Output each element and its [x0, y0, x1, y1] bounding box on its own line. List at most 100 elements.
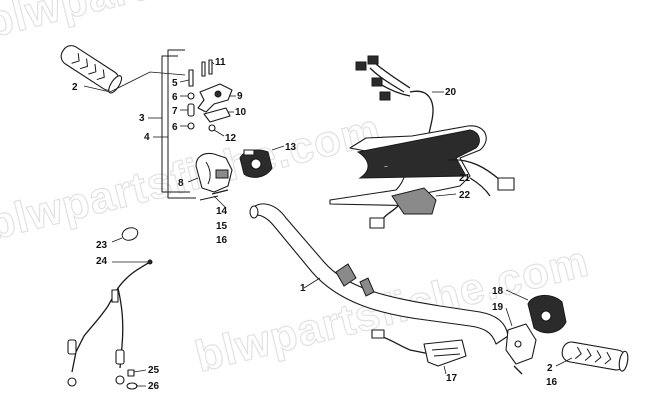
handlebar-end	[249, 205, 259, 219]
callout-15: 15	[216, 221, 228, 232]
bracket-lines	[148, 49, 196, 199]
callout-20: 20	[445, 87, 457, 98]
snap-ring-23	[111, 227, 139, 243]
pad-wire-right-2	[469, 177, 491, 197]
switch-toggle	[243, 149, 255, 156]
throttle-cable-24	[67, 259, 153, 387]
left-grip-end	[108, 75, 123, 94]
leader-23	[111, 237, 123, 243]
bracket-line-outer	[167, 49, 196, 199]
cable-main	[71, 261, 151, 373]
callout-9: 9	[237, 91, 243, 102]
harness-wire-2	[375, 63, 411, 89]
callout-6-bottom: 6	[172, 122, 178, 133]
callout-12: 12	[225, 133, 237, 144]
callout-3: 3	[139, 113, 145, 124]
callout-16-right: 16	[546, 377, 558, 388]
adjuster-nut-25	[127, 369, 135, 377]
screw-14	[211, 189, 229, 195]
callout-4: 4	[144, 132, 150, 143]
pad-logo-mark: ~	[384, 163, 389, 171]
throttle-hardware	[187, 59, 216, 132]
leader-2b	[555, 357, 573, 367]
cable-adjuster-left	[67, 339, 77, 355]
callout-6-top: 6	[172, 92, 178, 103]
callout-2-left: 2	[72, 82, 78, 93]
throttle-lever-pivot	[214, 90, 222, 98]
pad-foam-22	[391, 187, 437, 215]
throttle-housing-detail	[205, 161, 211, 185]
bracket-line-inner	[161, 55, 190, 193]
cable-branch	[117, 287, 124, 369]
callout-22: 22	[459, 190, 471, 201]
leader-12	[213, 129, 225, 137]
pad-connector-left	[369, 217, 385, 229]
throttle-bracket	[203, 107, 231, 123]
harness-wire-3	[379, 83, 411, 97]
right-switch-button	[540, 310, 552, 322]
washer-6b	[187, 122, 195, 130]
cable-splitter	[111, 289, 119, 303]
callout-16-left: 16	[216, 235, 228, 246]
harness-plug-4	[379, 91, 391, 101]
screw-16b	[513, 365, 523, 375]
watermark-text-top: blwpartsfiche.com	[0, 0, 384, 48]
cable-nuts	[126, 369, 147, 390]
grip-heater-17	[371, 329, 467, 367]
leader-5	[179, 79, 190, 83]
right-bracket-hole	[514, 340, 522, 348]
housing-screws	[199, 189, 229, 209]
leader-8	[187, 177, 199, 183]
leader-2a	[83, 71, 186, 93]
throttle-lever	[197, 83, 233, 113]
right-grip-texture	[574, 346, 612, 365]
callout-8: 8	[178, 178, 184, 189]
cable-adjuster-right	[115, 349, 125, 365]
throttle-lever-body	[197, 83, 233, 113]
cable-end-top	[147, 259, 153, 265]
callout-25: 25	[148, 365, 160, 376]
callout-13: 13	[285, 142, 297, 153]
harness-plug-3	[371, 77, 383, 87]
snap-ring	[121, 227, 139, 241]
leader-19	[505, 307, 513, 327]
pad-dark-center	[356, 129, 480, 179]
harness-trunk	[409, 90, 434, 139]
callout-labels: 1 2 2 3 4 5 6 6 7 8 9 10 11 12 13 14 15 …	[72, 57, 558, 392]
callout-7: 7	[172, 106, 178, 117]
bushing-7	[187, 103, 195, 117]
right-switch-housing	[505, 295, 567, 365]
callout-18: 18	[492, 286, 504, 297]
throttle-housing-clamp	[215, 169, 229, 179]
screw-5	[188, 69, 194, 87]
harness-wire-1	[369, 67, 405, 93]
pad-wires	[369, 159, 515, 229]
leader-22	[435, 193, 457, 197]
harness-plug-2	[367, 55, 379, 65]
heater-connector	[371, 329, 385, 339]
switch-button	[250, 158, 262, 170]
callout-23: 23	[96, 240, 108, 251]
heater-pad	[423, 339, 467, 367]
callout-26: 26	[148, 381, 160, 392]
screw-11b	[208, 59, 213, 75]
hardware-leaders	[179, 61, 236, 183]
left-grip-texture	[71, 53, 105, 81]
leader-17	[443, 365, 447, 375]
left-hand-grip	[60, 45, 123, 94]
callout-5: 5	[172, 78, 178, 89]
callout-19: 19	[492, 302, 504, 313]
switch-housing-13	[239, 149, 273, 178]
leader-1	[303, 277, 321, 289]
cable-end-left	[67, 377, 77, 387]
leader-13	[271, 145, 285, 151]
throttle-housing-body	[195, 152, 233, 193]
throttle-housing	[195, 152, 233, 193]
washer-26	[126, 382, 138, 390]
right-grip-body	[561, 341, 627, 371]
callout-24: 24	[96, 256, 108, 267]
right-hand-grip	[561, 341, 629, 372]
callout-10: 10	[235, 107, 247, 118]
